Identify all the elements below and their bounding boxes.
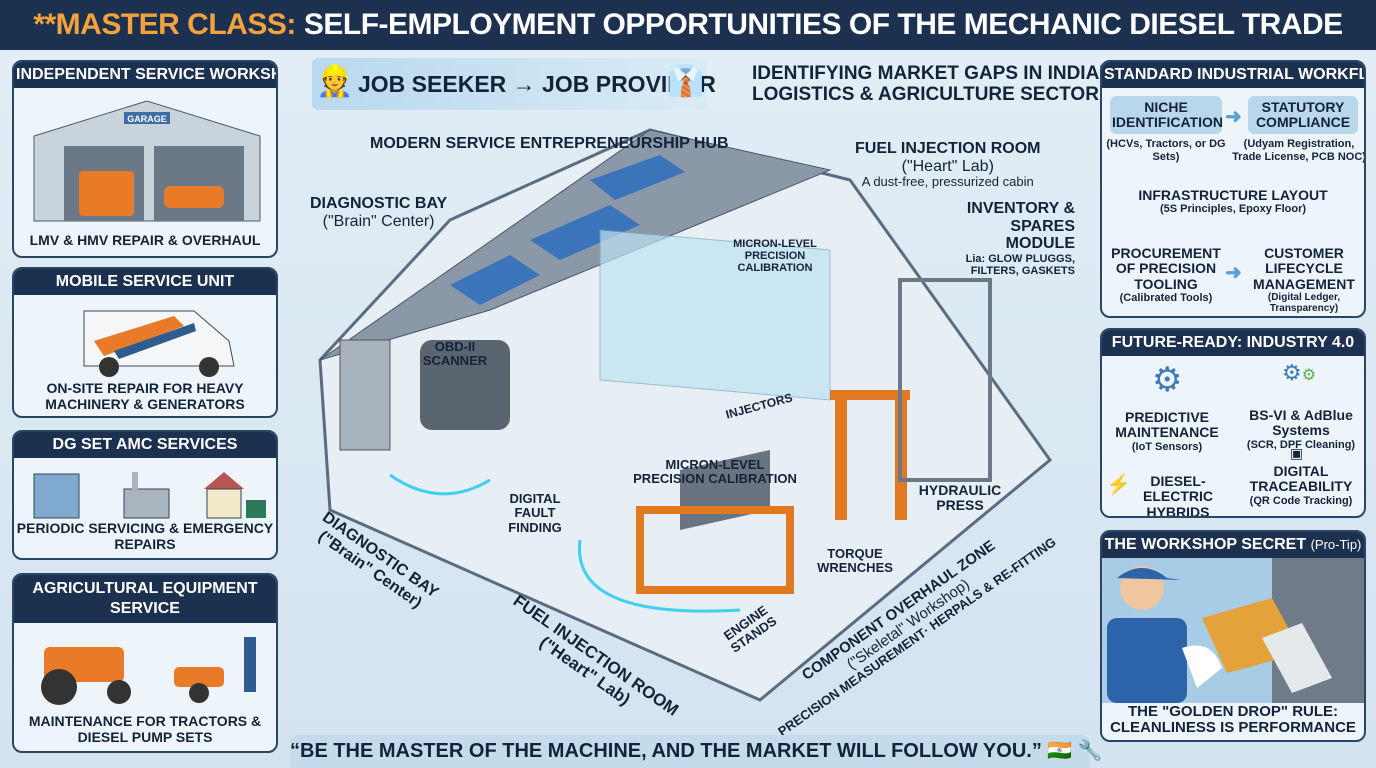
rule-line2: CLEANLINESS IS PERFORMANCE [1110,719,1356,736]
item-predictive-note: (IoT Sensors) [1131,440,1203,453]
step-compliance: STATUTORY COMPLIANCE [1248,96,1358,134]
panel-workshop-secret: THE WORKSHOP SECRET (Pro-Tip) THE "GOLDE… [1100,530,1366,742]
workshop-illustration [318,128,1053,702]
arrow-icon: → [512,71,536,97]
item-predictive-name: PREDICTIVE MAINTENANCE [1115,409,1219,441]
step-niche: NICHE IDENTIFICATION [1110,96,1223,134]
buildings-illustration [33,472,266,519]
secret-tag: (Pro-Tip) [1310,537,1362,552]
rule-line1: THE "GOLDEN DROP" RULE: [1127,703,1339,720]
item-traceability-note: (QR Code Tracking) [1249,494,1353,507]
label-hydraulic-press: HYDRAULIC PRESS [918,482,1002,514]
panel-caption: MAINTENANCE FOR TRACTORS & DIESEL PUMP S… [28,713,262,745]
step-procurement-note: (Calibrated Tools) [1119,292,1213,305]
gear-icon: ⚙ [1152,361,1183,399]
item-bsvi: BS-VI & AdBlue Systems(SCR, DPF Cleaning… [1237,407,1364,451]
arrow-right-icon: ➜ [1225,106,1242,128]
step-customer-note: (Digital Ledger, Transparency) [1267,292,1341,315]
market-gaps-line1: IDENTIFYING MARKET GAPS IN INDIA'S [752,63,1117,84]
step-customer-name: CUSTOMER LIFECYCLE MANAGEMENT [1253,245,1355,292]
item-bsvi-name: BS-VI & AdBlue Systems [1249,407,1353,439]
step-compliance-note: (Udyam Registration, Trade License, PCB … [1232,138,1366,163]
panel-title: AGRICULTURAL EQUIPMENT SERVICE [14,575,276,623]
spares-shelf [898,278,992,482]
job-provider-label: JOB PROVIDER [542,71,716,97]
label-torque-wrenches: TORQUE WRENCHES [817,546,893,576]
inv-desc: Lia: GLOW PLUGGS, FILTERS, GASKETS [965,252,1075,277]
secret-title: THE WORKSHOP SECRET [1104,536,1307,553]
panel-mobile-service: MOBILE SERVICE UNIT ON-SITE REPAIR FOR H… [12,267,278,418]
item-predictive: PREDICTIVE MAINTENANCE(IoT Sensors) [1107,409,1227,453]
item-bsvi-note: (SCR, DPF Cleaning) [1246,438,1356,451]
diag-sub: ("Brain" Center) [322,212,435,230]
van-illustration [83,310,235,377]
panel-caption: PERIODIC SERVICING & EMERGENCY REPAIRS [16,520,274,552]
quote-banner: “BE THE MASTER OF THE MACHINE, AND THE M… [290,735,1103,768]
garage-sign: GARAGE [127,114,167,124]
solar-panel [530,205,640,260]
panel-future-ready: FUTURE-READY: INDUSTRY 4.0 ⚙ PREDICTIVE … [1100,328,1366,518]
lightning-icon: ⚡ [1106,474,1131,496]
job-banner: 👷 JOB SEEKER → JOB PROVIDER 👔 [312,58,716,110]
solar-panel [590,155,685,200]
quote-text: “BE THE MASTER OF THE MACHINE, AND THE M… [290,740,1042,762]
engine [420,340,510,430]
job-seeker-avatar-icon: 👷 [316,65,354,98]
panel-independent-workshop: INDEPENDENT SERVICE WORKSHOP GARAGE LMV … [12,60,278,258]
panel-title: INDEPENDENT SERVICE WORKSHOP [14,62,276,88]
item-traceability-name: DIGITAL TRACEABILITY [1249,463,1353,495]
step-procurement: PROCUREMENT OF PRECISION TOOLING(Calibra… [1110,245,1222,305]
item-traceability: DIGITAL TRACEABILITY(QR Code Tracking) [1237,463,1364,507]
step-infrastructure-name: INFRASTRUCTURE LAYOUT [1138,187,1328,203]
garage-illustration: GARAGE [33,100,261,222]
panel-title: STANDARD INDUSTRIAL WORKFLOW [1102,62,1364,88]
panel-dg-set-amc: DG SET AMC SERVICES PERIODIC SERVICING &… [12,430,278,560]
india-flag-icon: 🇮🇳 [1047,740,1073,762]
panel-title: DG SET AMC SERVICES [14,432,276,458]
panel-title: MOBILE SERVICE UNIT [14,269,276,295]
step-niche-note: (HCVs, Tractors, or DG Sets) [1106,138,1226,163]
fuel-title: FUEL INJECTION ROOM [855,140,1041,157]
item-hybrids: DIESEL-ELECTRIC HYBRIDS [1143,473,1213,518]
label-micron-top: MICRON-LEVEL PRECISION CALIBRATION [733,238,817,275]
qr-code-icon: ▣ [1290,445,1304,461]
diagnostic-scanner [339,339,391,451]
job-seeker-label: JOB SEEKER [358,71,507,97]
golden-drop-rule: THE "GOLDEN DROP" RULE:CLEANLINESS IS PE… [1102,704,1364,736]
label-modern-hub: MODERN SERVICE ENTREPRENEURSHIP HUB [370,135,729,152]
label-micron: MICRON-LEVEL PRECISION CALIBRATION [633,457,797,487]
panel-caption: LMV & HMV REPAIR & OVERHAUL [29,232,261,248]
market-gaps-line2: LOGISTICS & AGRICULTURE SECTOR [752,83,1099,105]
step-infrastructure-note: (5S Principles, Epoxy Floor) [1159,203,1307,216]
tractor-illustration [41,637,256,705]
fuel-desc: A dust-free, pressurized cabin [861,174,1034,190]
job-provider-avatar-icon: 👔 [667,65,705,98]
step-customer: CUSTOMER LIFECYCLE MANAGEMENT(Digital Le… [1242,245,1364,315]
label-obd-scanner: OBD-II SCANNER [422,339,488,369]
title-main: SELF-EMPLOYMENT OPPORTUNITIES OF THE MEC… [303,8,1343,41]
gears-icon: ⚙⚙ [1282,360,1317,385]
step-infrastructure: INFRASTRUCTURE LAYOUT(5S Principles, Epo… [1102,187,1364,216]
step-procurement-name: PROCUREMENT OF PRECISION TOOLING [1111,245,1221,292]
fuel-sub: ("Heart" Lab) [901,157,994,175]
label-fuel-room: FUEL INJECTION ROOM("Heart" Lab)A dust-f… [855,140,1041,189]
diag-title: DIAGNOSTIC BAY [310,195,448,212]
solar-panel [450,255,540,305]
title-prefix: **MASTER CLASS: [33,8,296,41]
panel-workflow: STANDARD INDUSTRIAL WORKFLOW NICHE IDENT… [1100,60,1366,318]
inv-title: INVENTORY & SPARES MODULE [966,200,1075,253]
panel-agricultural-service: AGRICULTURAL EQUIPMENT SERVICE MAINTENAN… [12,573,278,753]
wrench-icon: 🔧 [1077,740,1103,762]
engine-stand [636,506,794,594]
panel-title: FUTURE-READY: INDUSTRY 4.0 [1102,330,1364,356]
panel-caption: ON-SITE REPAIR FOR HEAVY MACHINERY & GEN… [45,380,245,412]
filter-cleaning-illustration [1102,558,1364,703]
label-diagnostic-bay: DIAGNOSTIC BAY("Brain" Center) [310,195,447,230]
page-title: **MASTER CLASS:SELF-EMPLOYMENT OPPORTUNI… [0,0,1376,50]
arrow-right-icon: ➜ [1225,262,1242,284]
label-digital-fault: DIGITAL FAULT FINDING [508,491,562,535]
